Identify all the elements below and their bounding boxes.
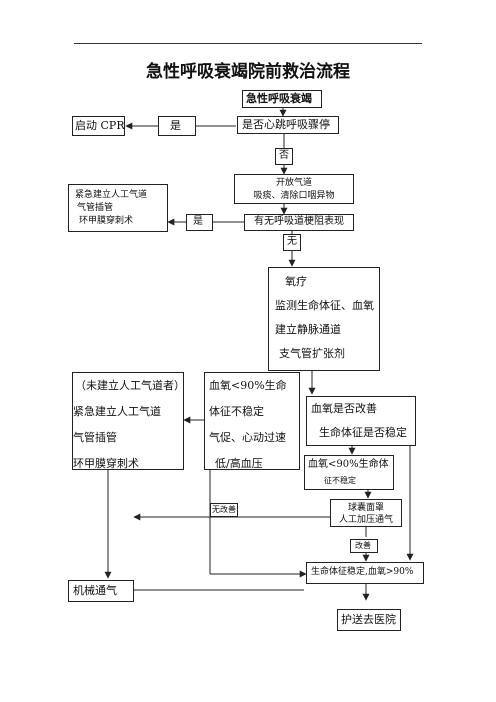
node-treatment: 氧疗 监测生命体征、血氧 建立静脉通道 支气管扩张剂 [268,267,380,371]
node-left-airway: （未建立人工气道者） 紧急建立人工气道 气管插管 环甲膜穿刺术 [72,372,185,470]
node-bag-line: 人工加压通气 [338,515,393,525]
node-transfer [337,609,401,631]
node-bag-mask: 球囊面罩 人工加压通气 [330,499,402,527]
node-improve-q-line: 生命体征是否稳定 [319,426,407,439]
node-yes-1 [158,116,196,136]
node-improve-q: 血氧是否改善 生命体征是否稳定 [306,396,416,446]
node-bag-line: 球囊面罩 [347,503,384,513]
node-q-heart-label: 是否心跳呼吸骤停 [242,118,330,131]
page-title: 急性呼吸衰竭院前救治流程 [146,62,350,82]
node-airway: 开放气道 吸痰、清除口咽异物 [234,174,354,204]
node-emergency-airway: 紧急建立人工气道 气管插管 环甲膜穿刺术 [68,184,168,232]
top-rule [74,43,422,44]
node-spo2: 血氧<90%生命体 征不稳定 [304,455,394,490]
node-airway-line: 开放气道 [275,178,312,188]
node-transfer-label: 护送去医院 [341,613,396,626]
node-mid: 血氧<90%生命 体征不稳定 气促、心动过速 低/高血压 [204,372,300,470]
node-spo2-line: 征不稳定 [324,476,356,485]
node-mid-line: 气促、心动过速 [209,431,286,444]
node-mid-line: 低/高血压 [215,457,263,470]
node-improve-label: 改善 [355,541,371,550]
node-mech-vent-label: 机械通气 [73,584,117,597]
node-no-improve [210,503,238,517]
node-start-label: 急性呼吸衰竭 [246,92,312,105]
node-emergency-line: 紧急建立人工气道 [75,190,148,200]
node-emergency-line: 环甲膜穿刺术 [79,216,134,226]
node-stable-label: 生命体征稳定,血氧>90% [311,567,414,577]
node-yes-2-label: 是 [193,216,203,227]
node-no-2-label: 无 [287,236,297,247]
node-mech-vent [68,580,134,602]
node-no-improve-label: 无改善 [212,505,236,514]
node-treatment-line: 监测生命体征、血氧 [275,299,374,312]
node-mid-line: 体征不稳定 [209,405,264,418]
node-treatment-line: 氧疗 [285,275,307,288]
node-q-obstruct-label: 有无呼吸道梗阻表现 [254,216,344,227]
node-left-line: 紧急建立人工气道 [73,405,161,418]
node-cpr-label: 启动 CPR [75,119,125,132]
node-q-obstruct [244,214,354,231]
node-spo2-line: 血氧<90%生命体 [308,459,389,470]
node-no-1-label: 否 [279,150,289,161]
node-stable [306,562,424,584]
node-left-line: （未建立人工气道者） [75,379,185,392]
node-q-heart [237,116,339,134]
node-left-line: 环甲膜穿刺术 [73,457,139,470]
node-treatment-line: 支气管扩张剂 [279,347,345,360]
node-improve [350,539,378,553]
node-emergency-line: 气管插管 [77,203,114,213]
node-yes-1-label: 是 [170,119,181,132]
node-start [242,90,322,108]
node-yes-2 [186,214,213,231]
node-no-1 [275,148,293,165]
node-cpr [72,116,125,136]
node-airway-line: 吸痰、清除口咽异物 [253,191,335,201]
node-improve-q-line: 血氧是否改善 [311,402,377,415]
node-no-2 [283,234,301,251]
node-left-line: 气管插管 [73,431,117,444]
node-mid-line: 血氧<90%生命 [209,379,287,392]
node-treatment-line: 建立静脉通道 [275,323,341,336]
